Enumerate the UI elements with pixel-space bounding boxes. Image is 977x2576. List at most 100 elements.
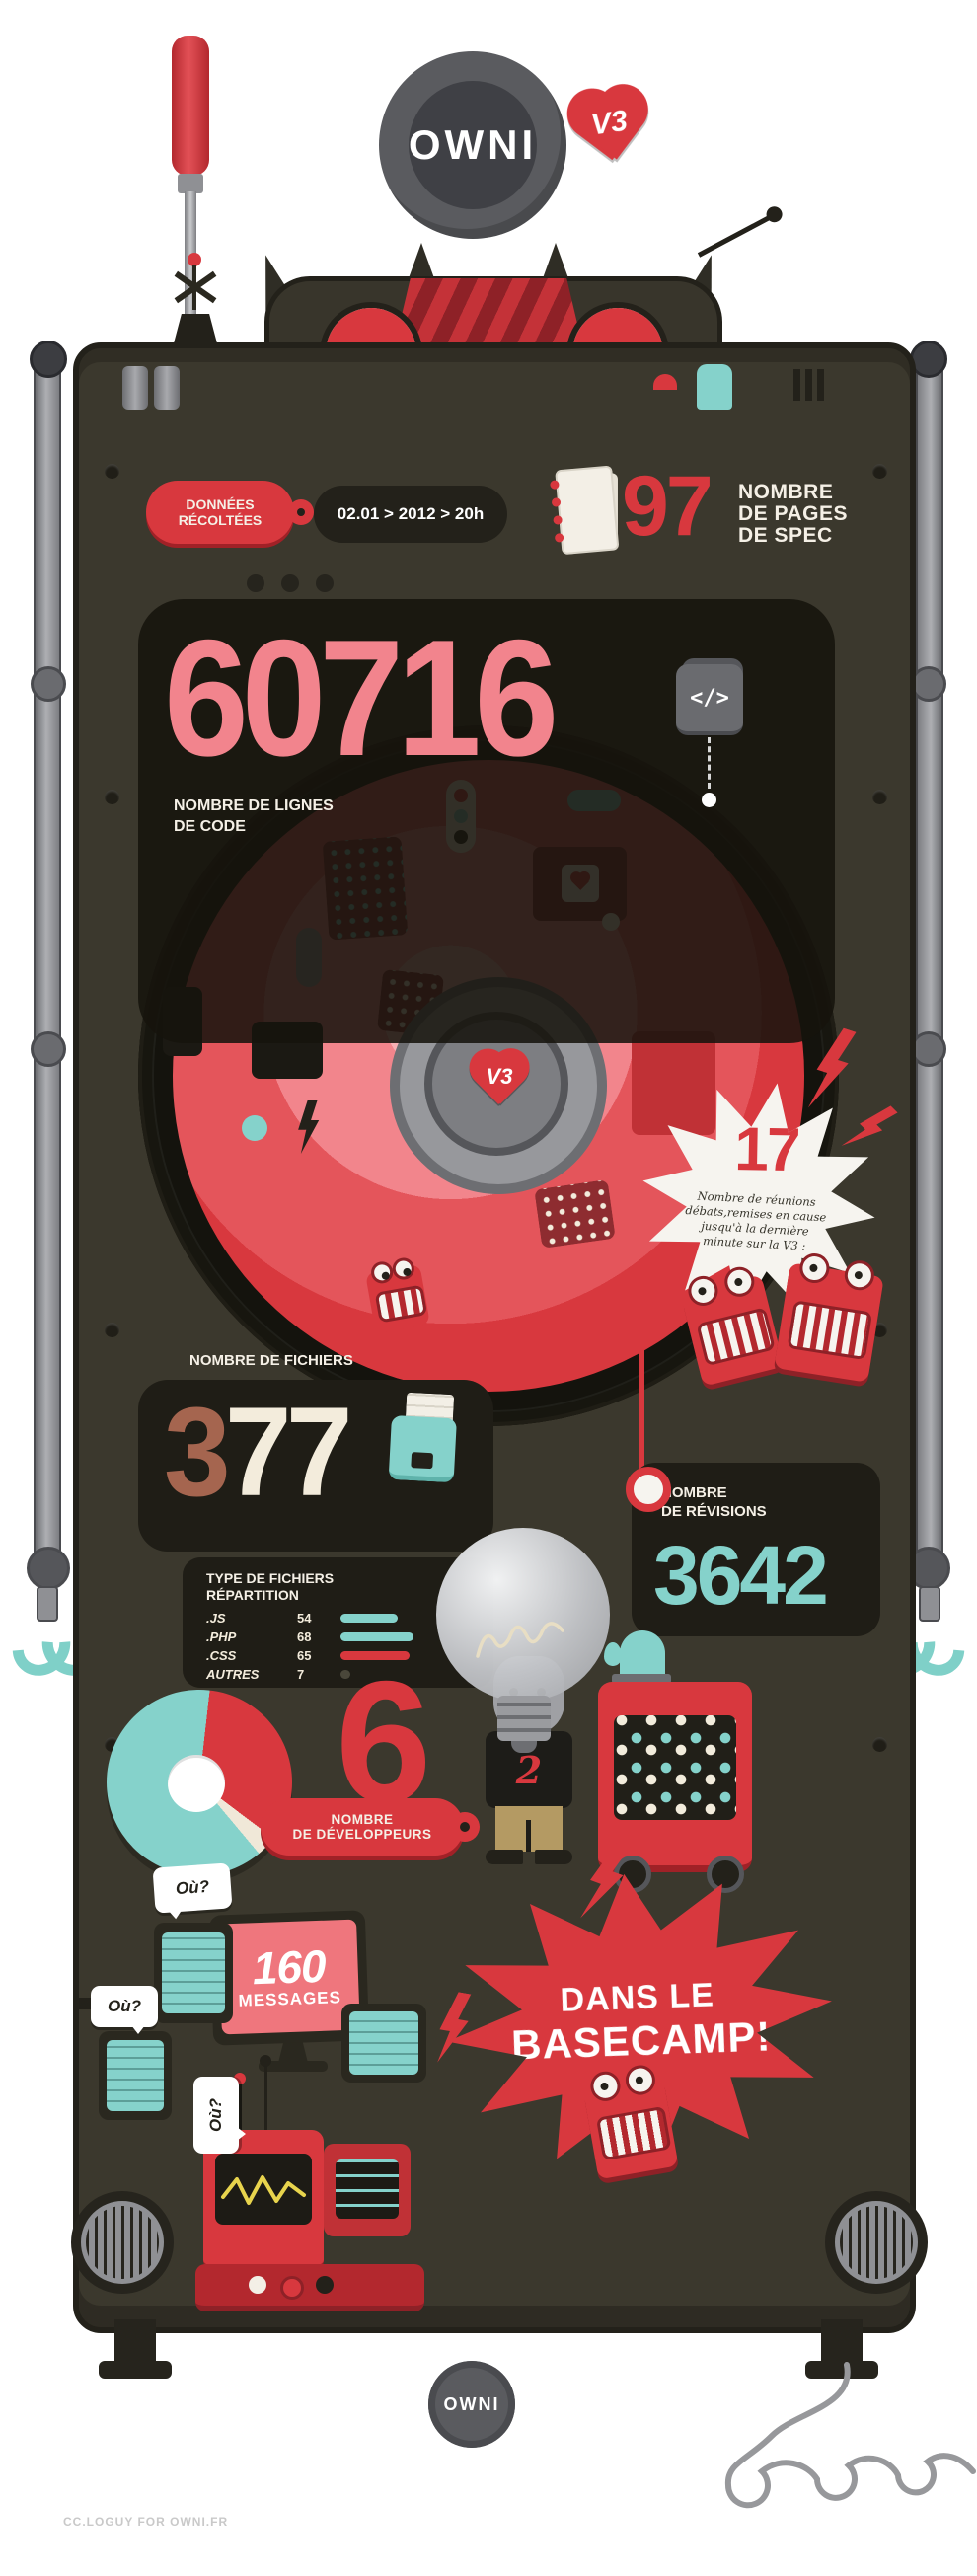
badge-line1: DONNÉES (186, 496, 255, 512)
file-type-row: .CSS 65 (206, 1646, 475, 1664)
basecamp-line2: BASECAMP! (510, 2011, 773, 2068)
speaker-icon (825, 2191, 928, 2294)
vent-bar (793, 369, 800, 401)
spec-label-line: NOMBRE (738, 481, 834, 503)
file-type-row: .PHP 68 (206, 1628, 475, 1645)
logo-wordmark: OWNI (408, 121, 538, 168)
cylinder-icon (154, 366, 180, 410)
file-type-bar (340, 1631, 413, 1641)
file-types-panel: TYPE DE FICHIERS RÉPARTITION .JS 54 .PHP… (183, 1557, 493, 1688)
where-text: Où? (108, 1997, 141, 2015)
file-type-label: .CSS (206, 1647, 237, 1663)
file-type-value: 7 (297, 1666, 305, 1682)
logo-center (409, 81, 537, 209)
revisions-label: NOMBRE DE RÉVISIONS (661, 1484, 767, 1522)
lines-of-code-label: NOMBRE DE LIGNES DE CODE (174, 796, 334, 838)
machine-foot (99, 2361, 172, 2379)
robot-antenna (697, 203, 786, 258)
meetings-value: 17 (733, 1115, 799, 1185)
file-types-pie (107, 1690, 292, 1875)
where-bubble: Où? (91, 1986, 158, 2034)
antenna-rod (239, 2081, 242, 2134)
monster-icon (582, 2063, 679, 2180)
vent-bar (817, 369, 824, 401)
antenna-mast (164, 253, 227, 345)
left-rail (0, 341, 113, 1688)
basecamp-line1: DANS LE (559, 1975, 715, 2019)
screw-icon (872, 1737, 887, 1752)
file-type-label: AUTRES (206, 1666, 260, 1682)
tank-icon (697, 364, 732, 410)
spec-label-line: DE SPEC (738, 524, 833, 548)
rail-cap (30, 341, 67, 378)
file-type-value: 54 (297, 1610, 312, 1626)
v3-center-label: V3 (486, 1063, 513, 1089)
machine-foot (805, 2361, 878, 2379)
where-text: Où? (175, 1876, 210, 1899)
file-types-title-line: RÉPARTITION (206, 1586, 299, 1603)
connector-end-dot (702, 793, 716, 807)
speaker-grill (86, 2206, 159, 2279)
revisions-panel: NOMBRE DE RÉVISIONS 3642 (632, 1463, 880, 1636)
speaker-grill (840, 2206, 913, 2279)
rail-joint (31, 1031, 66, 1067)
files-value: 377 (164, 1390, 353, 1516)
dashed-connector (708, 737, 711, 789)
loc-label-line: DE CODE (174, 817, 246, 835)
screwdriver-handle (172, 36, 209, 176)
revisions-label-line: NOMBRE (661, 1484, 727, 1501)
bulb-base (497, 1696, 551, 1741)
idea-bulb-icon (436, 1528, 624, 1757)
spec-label-line: DE PAGES (738, 502, 848, 526)
robot-horn (543, 243, 568, 278)
file-type-bar (340, 1669, 350, 1679)
monitor-foot (259, 2061, 328, 2072)
power-cable (724, 2362, 976, 2509)
monster-mouth (696, 1306, 776, 1367)
bulb-filament (476, 1622, 564, 1658)
monster-mouth (374, 1284, 428, 1324)
footer-owni-logo: OWNI (428, 2361, 515, 2448)
sheet-front (555, 465, 620, 556)
rivet-icon (281, 574, 299, 592)
robot-horn (409, 243, 434, 278)
waveform (221, 2175, 306, 2205)
messages-screen: 160 MESSAGES (218, 1919, 360, 2035)
mini-screen (341, 2004, 426, 2083)
rail-joint (911, 1031, 946, 1067)
file-type-bar (340, 1650, 410, 1660)
machine-leg (821, 2319, 863, 2365)
character-shoe (535, 1850, 572, 1864)
bulb-glass (436, 1528, 610, 1702)
v3-heart-center: V3 (463, 1052, 536, 1117)
developers-label-line: DE DÉVELOPPEURS (292, 1827, 432, 1842)
file-type-row: .JS 54 (206, 1609, 475, 1627)
drop-icon (604, 1642, 622, 1666)
credit-text: CC.LOGUY FOR OWNI.FR (63, 2515, 229, 2529)
mini-screen (99, 2031, 172, 2120)
spec-pages-value: 97 (622, 459, 714, 554)
screw-icon (105, 1323, 119, 1337)
revisions-label-line: DE RÉVISIONS (661, 1502, 767, 1520)
base-dot (280, 2276, 304, 2300)
revisions-value: 3642 (653, 1529, 829, 1622)
antenna-rod (264, 2063, 267, 2134)
mini-monster (365, 1255, 430, 1334)
date-range: 02.01 > 2012 > 20h (314, 486, 507, 543)
antenna-ball (763, 203, 786, 226)
file-types-title-line: TYPE DE FICHIERS (206, 1570, 335, 1586)
circuit-module (632, 1031, 715, 1135)
mini-screen-display (107, 2040, 164, 2111)
bulb-tip (511, 1741, 537, 1753)
circuit-module (534, 1179, 616, 1249)
files-panel: 377 (138, 1380, 493, 1552)
speaker-icon (71, 2191, 174, 2294)
files-digits-77: 77 (224, 1382, 353, 1523)
shirt-number: 2 (515, 1747, 543, 1792)
teal-dot (242, 1115, 267, 1141)
where-bubble: Où? (193, 2077, 239, 2154)
oscilloscope-screen (215, 2154, 312, 2225)
rivet-icon (316, 574, 334, 592)
connector-dot (297, 508, 305, 516)
file-type-bar (340, 1613, 398, 1623)
